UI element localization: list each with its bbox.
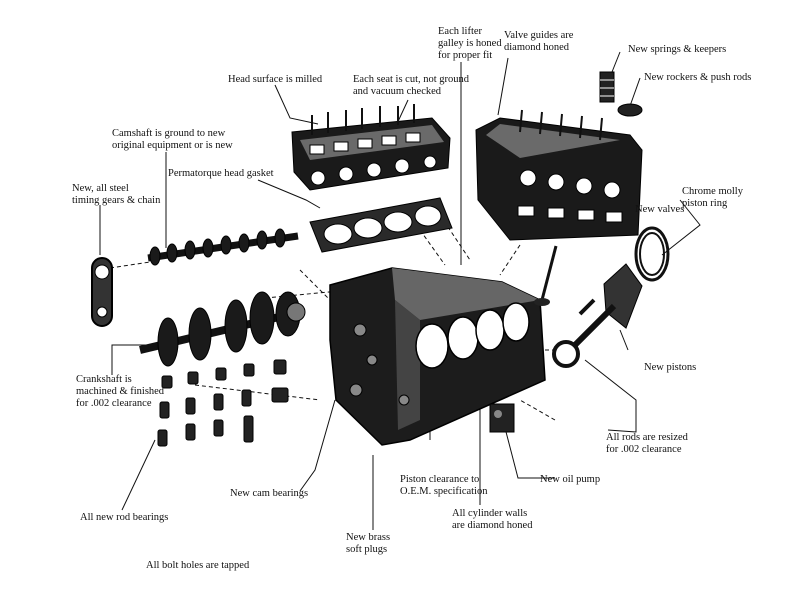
bearing-set: [157, 359, 289, 447]
label-springs-keepers: New springs & keepers: [628, 44, 727, 55]
cylinder-head-left: [291, 104, 451, 191]
crankshaft: [139, 291, 306, 367]
piston-rings: [634, 226, 670, 282]
label-piston-clearance: Piston clearance to O.E.M. specification: [400, 474, 488, 497]
camshaft: [147, 228, 299, 266]
label-valve-guides: Valve guides are diamond honed: [504, 30, 574, 53]
label-bolt-holes: All bolt holes are tapped: [146, 560, 250, 571]
label-rockers-pushrods: New rockers & push rods: [644, 72, 752, 83]
engine-block: [329, 267, 546, 446]
label-cylinder-walls: All cylinder walls are diamond honed: [452, 508, 533, 531]
label-chrome-rings: Chrome molly piston ring: [682, 186, 743, 209]
label-new-pistons: New pistons: [644, 362, 697, 373]
label-cam-bearings: New cam bearings: [230, 488, 309, 499]
label-rod-bearings: All new rod bearings: [80, 512, 169, 523]
cylinder-head-right: [475, 109, 643, 241]
label-new-valves: New valves: [635, 204, 685, 215]
piston-and-rod: [552, 263, 643, 368]
valve: [534, 245, 558, 306]
springs-and-rockers: [599, 71, 643, 117]
label-crankshaft: Crankshaft is machined & finished for .0…: [76, 374, 165, 409]
label-brass-plugs: New brass soft plugs: [346, 532, 391, 555]
label-timing-gears: New, all steel timing gears & chain: [72, 183, 161, 206]
oil-pump: [489, 403, 515, 433]
label-head-gasket: Permatorque head gasket: [168, 168, 274, 179]
label-head-surface: Head surface is milled: [228, 74, 323, 85]
label-rods-resized: All rods are resized for .002 clearance: [606, 432, 688, 455]
label-oil-pump: New oil pump: [540, 474, 601, 485]
timing-chain: [91, 257, 113, 327]
head-gasket: [309, 197, 453, 253]
label-lifter-galley: Each lifter galley is honed for proper f…: [438, 26, 502, 61]
label-seat-cut: Each seat is cut, not ground and vacuum …: [353, 74, 470, 97]
label-camshaft: Camshaft is ground to new original equip…: [112, 128, 233, 151]
